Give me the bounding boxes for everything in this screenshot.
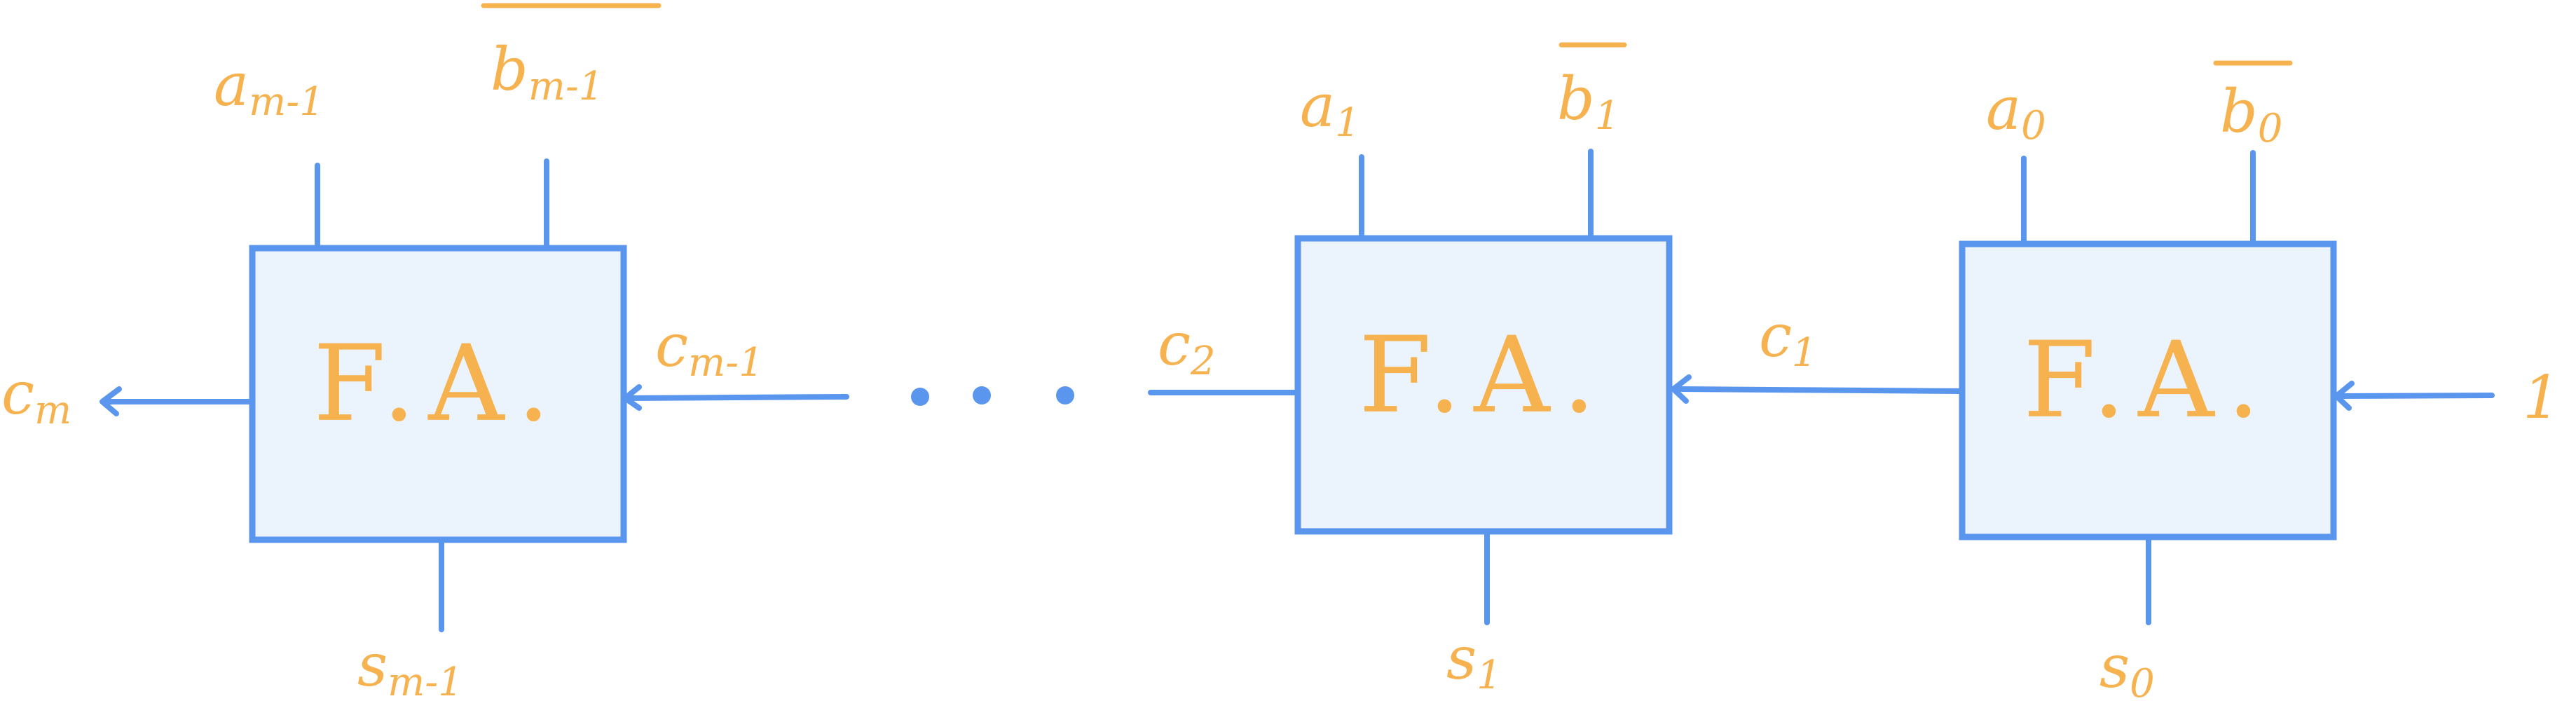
input-label-b: bm-1: [491, 35, 603, 109]
full-adder-block-0: F.A. a0 b0 s0 c1 1: [1671, 60, 2560, 701]
input-label-b-base: b: [2220, 77, 2258, 146]
sum-label: sm-1: [357, 631, 463, 701]
input-label-b-base: b: [491, 35, 528, 104]
carry-in-label-subscript: 2: [1190, 339, 1216, 384]
carry-in-arrowhead: [2334, 381, 2355, 411]
full-adder-box: [1959, 240, 2337, 540]
input-label-a-subscript: 1: [1335, 100, 1360, 146]
full-adder-box: [249, 245, 627, 543]
full-adder-block-1: F.A. a1 b1 s1 c2: [1148, 42, 1673, 698]
carry-in-label-base: c: [1158, 310, 1191, 379]
sum-label: s0: [2099, 632, 2155, 701]
input-label-a-base: a: [1300, 72, 1335, 140]
carry-out-label-base: c: [1, 359, 34, 428]
input-label-b-subscript: 1: [1595, 93, 1620, 139]
carry-in-wire: [2335, 393, 2495, 399]
full-adder-label: F.A.: [313, 323, 563, 445]
ellipsis: [911, 386, 1074, 406]
full-adder-block-m-minus-1: F.A. am-1 bm-1 sm-1 cm-1 cm: [1, 3, 849, 701]
input-label-b-subscript: 0: [2258, 106, 2283, 151]
carry-out-arrowhead: [1671, 374, 1692, 404]
carry-out-arrowhead: [100, 386, 122, 416]
input-label-a-base: a: [1986, 74, 2021, 143]
carry-out-label: c1: [1759, 301, 1817, 376]
sum-label-base: s: [2099, 632, 2130, 701]
ellipsis-dot: [911, 388, 929, 406]
carry-in-label-subscript: m-1: [688, 340, 764, 386]
sum-label: s1: [1446, 624, 1502, 698]
sum-label-base: s: [357, 631, 388, 700]
input-label-b-base: b: [1557, 64, 1595, 133]
carry-out-wire: [1673, 386, 1962, 394]
carry-out-label-base: c: [1759, 301, 1792, 370]
input-label-a: am-1: [214, 50, 324, 125]
carry-in-label: cm-1: [655, 311, 764, 386]
sum-label-subscript: m-1: [388, 660, 463, 701]
input-label-b: b1: [1557, 64, 1619, 139]
carry-out-label-subscript: 1: [1792, 330, 1817, 376]
ellipsis-dot: [1056, 386, 1074, 404]
sum-label-subscript: 0: [2130, 661, 2155, 701]
carry-in-label-base: c: [655, 311, 688, 380]
ellipsis-dot: [973, 386, 991, 404]
full-adder-box: [1294, 235, 1673, 535]
sum-label-subscript: 1: [1477, 653, 1502, 698]
input-label-b-subscript: m-1: [528, 64, 604, 109]
carry-in-constant-label: 1: [2523, 363, 2560, 432]
carry-out-label-subscript: m: [34, 388, 71, 433]
input-label-b: b0: [2220, 77, 2282, 151]
sum-label-base: s: [1446, 624, 1477, 693]
carry-in-label: c2: [1158, 310, 1216, 384]
input-label-a-subscript: m-1: [249, 79, 324, 125]
input-label-a-base: a: [214, 50, 249, 119]
carry-in-wire: [624, 394, 849, 401]
full-adder-label: F.A.: [2023, 320, 2273, 442]
input-label-a: a1: [1300, 72, 1360, 146]
input-label-a-subscript: 0: [2021, 103, 2046, 149]
full-adder-label: F.A.: [1359, 315, 1608, 437]
carry-in-arrowhead: [622, 384, 642, 411]
input-label-a: a0: [1986, 74, 2046, 149]
carry-out-label: cm: [1, 359, 71, 433]
